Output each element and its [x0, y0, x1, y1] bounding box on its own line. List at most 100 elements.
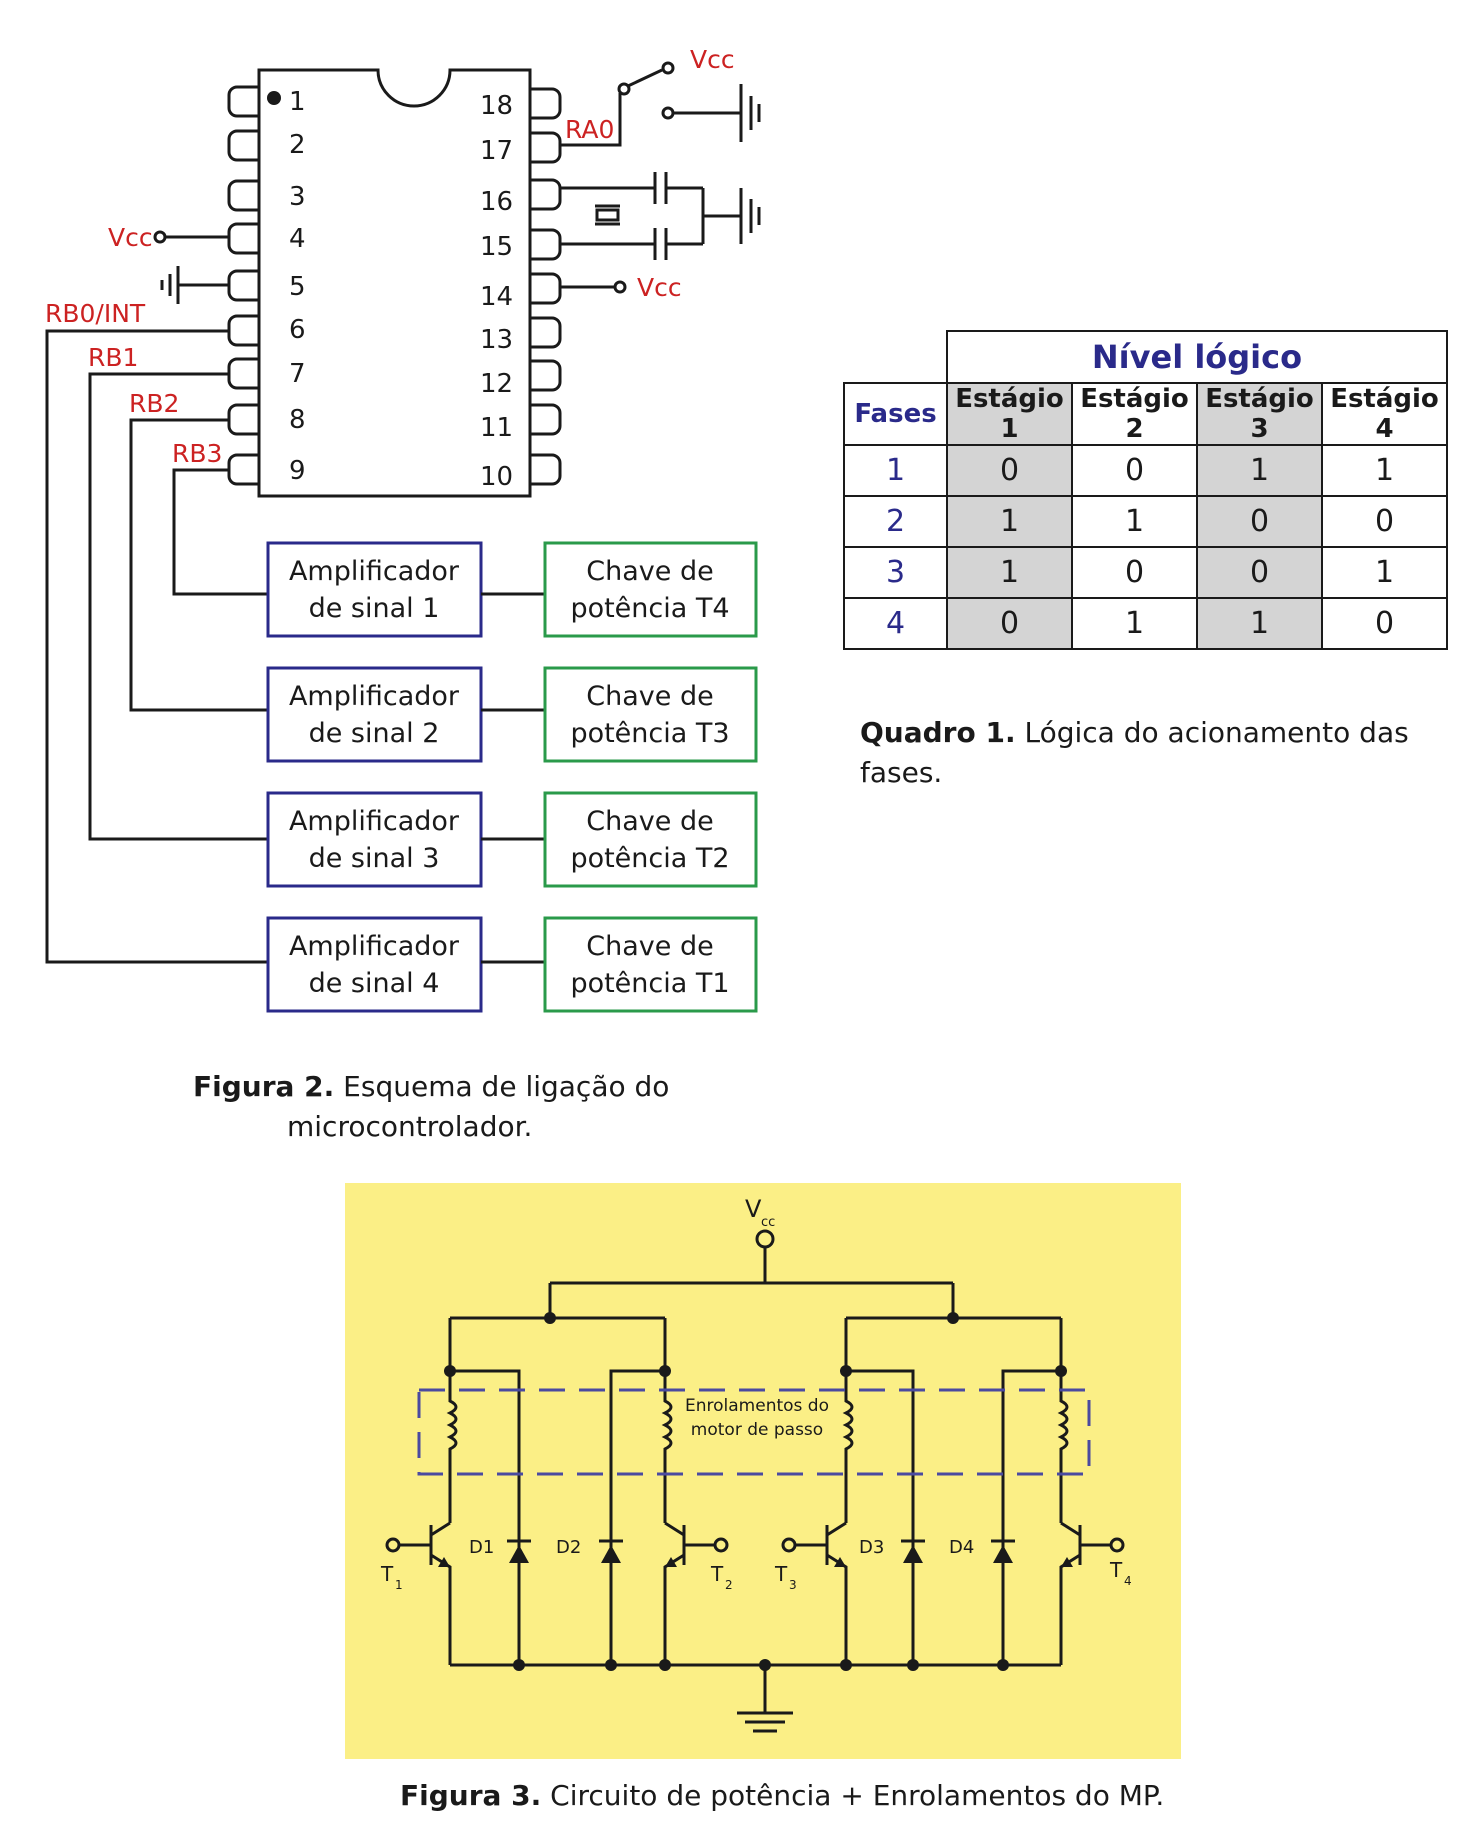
windings-label: motor de passo [691, 1420, 823, 1440]
vcc-label-left: Vcc [108, 223, 153, 252]
figure3-caption-bold: Figura 3. [400, 1779, 542, 1812]
quadro1-caption: Quadro 1. Lógica do acionamento das fase… [860, 713, 1460, 793]
diode-d3 [901, 1539, 925, 1563]
svg-text:Amplificador: Amplificador [289, 681, 460, 712]
table-row: 2 1 1 0 0 [843, 495, 1448, 548]
yellow-background [345, 1183, 1181, 1759]
block-row-1: Amplificador de sinal 1 Chave de potênci… [266, 541, 758, 638]
transistor-subscript: 1 [395, 1578, 403, 1592]
svg-text:Chave de: Chave de [586, 806, 713, 837]
diode-d2 [599, 1539, 623, 1563]
pin-number: 10 [480, 462, 513, 492]
junction-dots [444, 1312, 1067, 1671]
vcc-label-pin14: Vcc [637, 273, 682, 302]
stage-header: Estágio 3 [1196, 382, 1323, 446]
rb1-label: RB1 [88, 343, 138, 372]
svg-text:Amplificador: Amplificador [289, 931, 460, 962]
pin-number: 12 [480, 369, 513, 399]
transistor-subscript: 3 [789, 1578, 797, 1592]
svg-text:Chave de: Chave de [586, 931, 713, 962]
vcc-label: V [745, 1195, 762, 1223]
block-row-4: Amplificador de sinal 4 Chave de potênci… [266, 916, 758, 1013]
pin-number: 7 [289, 359, 306, 389]
figure3-power-circuit: V cc Enrolamentos do motor de passo D1 D… [345, 1183, 1181, 1759]
left-pins [227, 85, 259, 486]
figure2-schematic: 1 2 3 4 5 6 7 8 9 18 17 16 15 14 13 12 1… [45, 45, 761, 1013]
rb3-label: RB3 [172, 439, 222, 468]
stage-header: Estágio 1 [946, 382, 1073, 446]
figure2-caption-text: Esquema de ligação do [334, 1070, 670, 1103]
quadro1-caption-bold: Quadro 1. [860, 716, 1016, 749]
diode-d1 [507, 1539, 531, 1563]
diode-label: D1 [469, 1537, 494, 1558]
pin-number: 18 [480, 91, 513, 121]
pin-number: 5 [289, 272, 306, 302]
svg-text:de sinal 2: de sinal 2 [309, 718, 440, 749]
stage-header: Estágio 4 [1321, 382, 1448, 446]
svg-text:Amplificador: Amplificador [289, 556, 460, 587]
transistor-t2 [663, 1521, 715, 1665]
pin-number: 17 [480, 136, 513, 166]
block-row-2: Amplificador de sinal 2 Chave de potênci… [266, 666, 758, 763]
quadro1-table: Nível lógico Fases Estágio 1 Estágio 2 E… [843, 330, 1448, 650]
windings-region [417, 1388, 1091, 1476]
svg-text:Chave de: Chave de [586, 556, 713, 587]
rb-wires [45, 329, 268, 964]
right-pins [530, 87, 562, 486]
table-row: 4 0 1 1 0 [843, 597, 1448, 650]
pin1-dot [267, 91, 281, 105]
diode-d4 [991, 1539, 1015, 1563]
pin-number: 15 [480, 232, 513, 262]
pin-number: 14 [480, 282, 513, 312]
svg-text:Amplificador: Amplificador [289, 806, 460, 837]
svg-text:potência T3: potência T3 [570, 718, 729, 749]
fases-header: Fases [843, 382, 948, 446]
transistor-label: T [1109, 1558, 1123, 1582]
rb2-label: RB2 [129, 389, 179, 418]
transistor-label: T [774, 1562, 788, 1586]
quadro1-caption-text: Lógica do acionamento das fases. [860, 716, 1409, 789]
transistor-subscript: 4 [1124, 1574, 1132, 1588]
diode-label: D4 [949, 1537, 974, 1558]
pin-number: 9 [289, 456, 306, 486]
block-row-3: Amplificador de sinal 3 Chave de potênci… [266, 791, 758, 888]
pin-number: 11 [480, 413, 513, 443]
pin-number: 1 [289, 87, 306, 117]
nivel-logico-header: Nível lógico [946, 330, 1448, 384]
figure2-caption-bold: Figura 2. [193, 1070, 335, 1103]
transistor-subscript: 2 [725, 1578, 733, 1592]
diode-label: D2 [556, 1537, 581, 1558]
figure3-caption-text: Circuito de potência + Enrolamentos do M… [541, 1779, 1165, 1812]
svg-text:potência T1: potência T1 [570, 968, 729, 999]
table-row: 3 1 0 0 1 [843, 546, 1448, 599]
svg-text:de sinal 3: de sinal 3 [309, 843, 440, 874]
vcc-label-top: Vcc [690, 45, 735, 74]
rb0-label: RB0/INT [45, 299, 146, 328]
ra0-label: RA0 [565, 115, 614, 144]
pin-number: 13 [480, 325, 513, 355]
ic-body [257, 68, 532, 498]
ra0-switch [560, 61, 761, 147]
pin-number: 3 [289, 182, 306, 212]
svg-text:potência T2: potência T2 [570, 843, 729, 874]
transistor-t3 [795, 1521, 848, 1665]
figure2-caption-text2: microcontrolador. [287, 1110, 533, 1143]
transistor-t1 [399, 1521, 452, 1665]
pin-number: 2 [289, 130, 306, 160]
figure3-caption: Figura 3. Circuito de potência + Enrolam… [400, 1776, 1300, 1816]
transistor-t4 [1059, 1521, 1111, 1665]
pin-number: 4 [289, 224, 306, 254]
vcc-subscript: cc [761, 1215, 775, 1230]
diode-label: D3 [859, 1537, 884, 1558]
svg-text:de sinal 1: de sinal 1 [309, 593, 440, 624]
table-row: 1 0 0 1 1 [843, 444, 1448, 497]
figure2-caption: Figura 2. Esquema de ligação do microcon… [193, 1067, 753, 1147]
pin14-vcc [560, 280, 627, 294]
crystal-oscillator [560, 172, 761, 260]
svg-text:de sinal 4: de sinal 4 [309, 968, 440, 999]
pin-number: 16 [480, 187, 513, 217]
pin5-ground [160, 266, 229, 304]
pin4-vcc [153, 230, 229, 244]
pin-number: 8 [289, 405, 306, 435]
svg-text:potência T4: potência T4 [570, 593, 729, 624]
